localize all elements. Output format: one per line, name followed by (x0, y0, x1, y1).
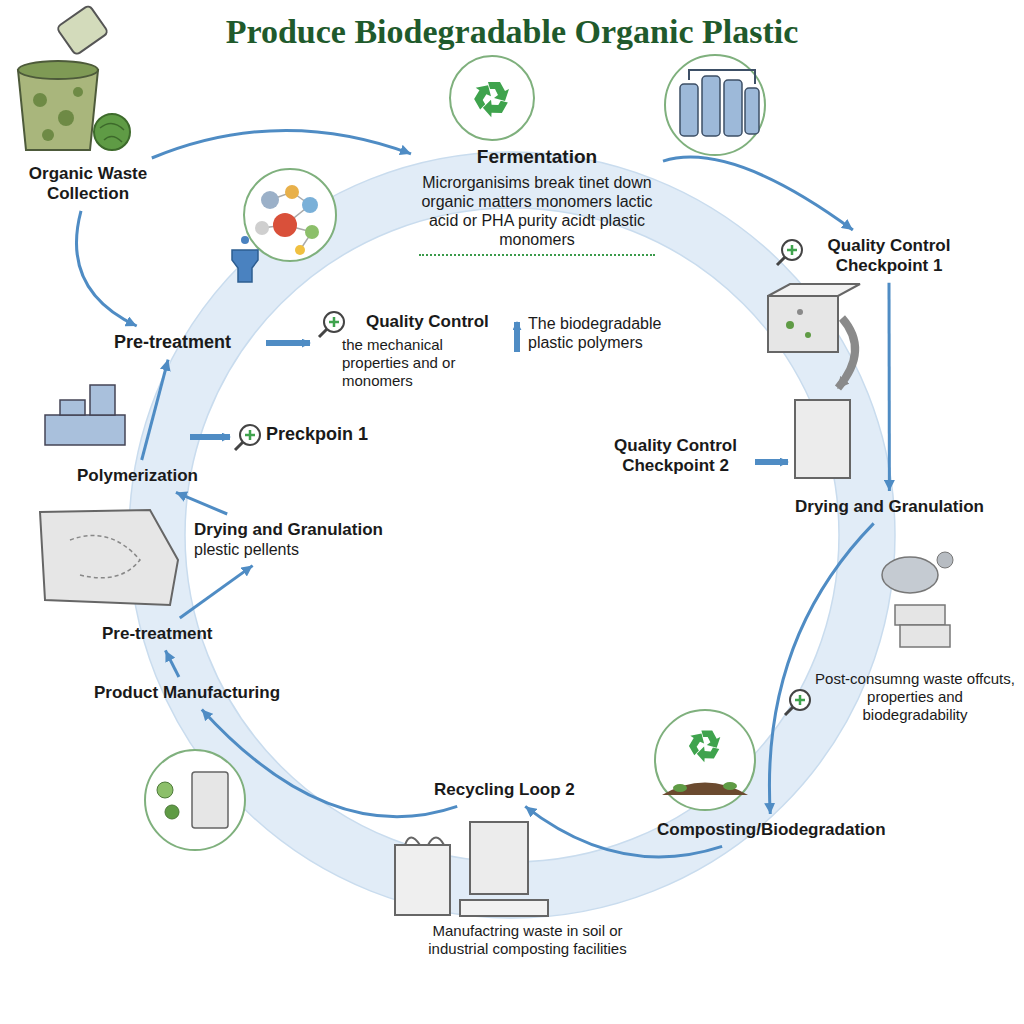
diagram-title: Produce Biodegradable Organic Plastic (0, 12, 1024, 52)
stage-description: Microrganisims break tinet down organic … (419, 173, 655, 256)
stage-heading: Drying and Granulation (194, 520, 383, 540)
process-stage: Drying and Granulation (791, 495, 988, 519)
flow-arrow (152, 130, 411, 158)
stage-heading: Drying and Granulation (795, 497, 984, 517)
stage-heading: Fermentation (419, 146, 655, 169)
flow-arrow (180, 566, 253, 618)
flow-arrow (165, 650, 179, 677)
flow-arrow (76, 211, 136, 326)
stage-heading: Organic Waste Collection (12, 164, 164, 205)
stage-heading: Recycling Loop 2 (434, 780, 575, 800)
process-stage: Drying and Granulationplestic pellents (190, 518, 387, 562)
flow-arrow (769, 523, 873, 814)
stage-heading: Polymerization (77, 466, 198, 486)
stage-heading: Composting/Biodegradation (657, 820, 886, 840)
process-stage: Organic Waste Collection (8, 162, 168, 207)
flow-arrow (663, 157, 853, 230)
stage-heading: Pre-treatment (102, 624, 213, 644)
process-stage: Composting/Biodegradation (653, 818, 890, 842)
note-label: Quality Control Checkpoint 2 (598, 436, 753, 477)
flow-arrow (142, 360, 168, 460)
note-label: The biodegradable plastic polymers (528, 314, 703, 352)
stage-heading: Quality Control Checkpoint 1 (814, 236, 964, 277)
note-label: Post-consumng waste offcuts, properties … (815, 670, 1015, 724)
flow-arrow (888, 283, 891, 491)
process-stage: Recycling Loop 2 (430, 778, 579, 802)
note-label: Preckpoin 1 (266, 424, 368, 446)
process-stage: Product Manufacturing (90, 681, 284, 705)
process-stage: Pre-treatment (110, 330, 235, 356)
process-stage: FermentationMicrorganisims break tinet d… (415, 144, 659, 258)
process-stage: Polymerization (73, 464, 202, 488)
stage-description: plestic pellents (194, 540, 383, 559)
note-label: Manufactring waste in soil or industrial… (405, 922, 650, 958)
flow-arrow (202, 709, 457, 816)
stage-heading: Pre-treatment (114, 332, 231, 354)
process-stage: Pre-treatment (98, 622, 217, 646)
stage-heading: Product Manufacturing (94, 683, 280, 703)
note-label: the mechanical properties and or monomer… (342, 336, 482, 390)
process-stage: Quality Control Checkpoint 1 (810, 234, 968, 279)
flow-arrow (176, 492, 227, 514)
note-label: Quality Control (366, 312, 489, 332)
